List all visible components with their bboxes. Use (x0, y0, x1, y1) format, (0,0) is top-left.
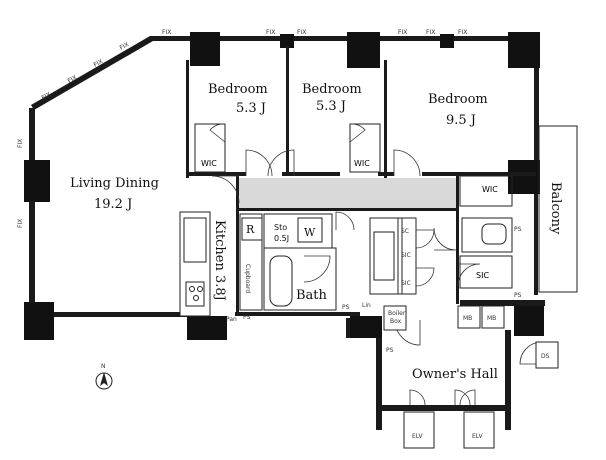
boiler-label: Boiler (388, 310, 406, 317)
north-arrow-icon (100, 372, 108, 386)
fix-label: FIX (297, 29, 306, 36)
kitchen-counter (179, 211, 211, 317)
wic-label: WIC (201, 159, 217, 168)
storage-name: Sto (274, 223, 287, 232)
pantry-label: Pan (226, 316, 237, 323)
room-labels: Bedroom 5.3 J Bedroom 5.3 J Bedroom 9.5 … (70, 82, 563, 382)
bath-name: Bath (296, 288, 328, 303)
living-dining-size: 19.2 J (94, 197, 132, 212)
fix-label: FIX (458, 29, 467, 36)
balcony-area (538, 125, 578, 293)
owners-hall-name: Owner's Hall (412, 367, 498, 382)
utility-boxes (241, 217, 559, 369)
toilet (481, 223, 507, 245)
ps-label: PS (243, 314, 251, 321)
linen-label: Lin (362, 302, 371, 309)
sc-label: SC (401, 228, 409, 235)
sic-label: SIC (401, 280, 411, 287)
balcony-name: Balcony (548, 182, 563, 235)
interior-walls (186, 46, 536, 312)
living-dining-name: Living Dining (70, 176, 159, 191)
fix-label: FIX (41, 91, 53, 102)
hallway-floor (239, 178, 456, 208)
bedroom-2-name: Bedroom (302, 82, 362, 97)
fix-label: FIX (398, 29, 407, 36)
window-fix-marks: FIX FIX FIX FIX FIX FIX FIX FIX FIX FIX … (17, 29, 467, 228)
fix-label: FIX (17, 139, 24, 148)
north-label: N (101, 363, 106, 370)
fix-label: FIX (266, 29, 275, 36)
fix-label: FIX (17, 219, 24, 228)
mb-label: MB (463, 315, 472, 322)
refrigerator-label: R (246, 223, 255, 236)
wic-label: WIC (482, 185, 498, 194)
elevators: ELV ELV (403, 411, 495, 449)
bedroom-3-name: Bedroom (428, 92, 488, 107)
boiler-box-label: Box (390, 318, 402, 325)
kitchen-name: Kitchen 3.8J (212, 220, 227, 301)
small-labels: WIC WIC WIC SIC SC SIC SIC R W Cupboard … (201, 159, 550, 360)
storage-size: 0.5J (274, 234, 289, 243)
bedroom-1-size: 5.3 J (236, 101, 266, 116)
wic-label: WIC (354, 159, 370, 168)
ps-label: PS (514, 292, 522, 299)
fix-label: FIX (93, 58, 105, 69)
bedroom-1-name: Bedroom (208, 82, 268, 97)
fix-label: FIX (67, 74, 79, 85)
fix-label: FIX (162, 29, 171, 36)
washer-label: W (304, 226, 316, 239)
exterior-walls (29, 36, 545, 430)
elevator-label: ELV (412, 433, 423, 440)
bathtub (269, 255, 293, 307)
mb-label: MB (487, 315, 496, 322)
sic-label: SIC (401, 252, 411, 259)
bedroom-3-size: 9.5 J (446, 113, 476, 128)
cupboard-label: Cupboard (244, 264, 251, 293)
ds-label: DS (541, 353, 550, 360)
north-arrow: N (95, 363, 113, 390)
ps-label: PS (342, 304, 350, 311)
fix-label: FIX (119, 41, 131, 52)
elevator-label: ELV (472, 433, 483, 440)
columns (24, 32, 544, 340)
bedroom-2-size: 5.3 J (316, 99, 346, 114)
fix-label: FIX (426, 29, 435, 36)
ps-label: PS (514, 226, 522, 233)
ps-label: PS (386, 347, 394, 354)
sic-label: SIC (476, 271, 489, 280)
vanity-sink (373, 231, 395, 281)
